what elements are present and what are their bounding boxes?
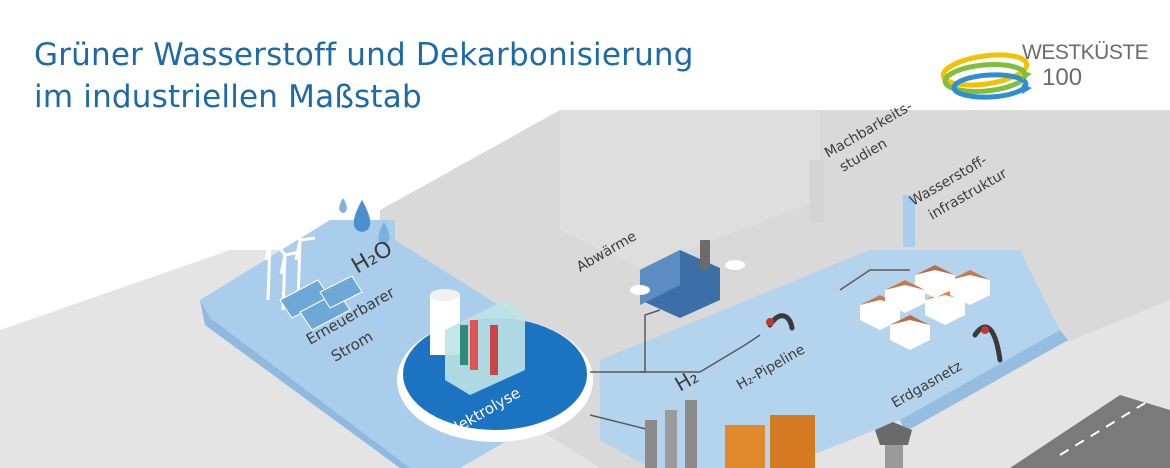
westkueste-logo-icon [940,52,1032,100]
valve-icon [981,326,989,334]
logo-line-2: 100 [1042,64,1083,91]
upper-platform [560,110,820,268]
pillar-infrastruktur [903,195,915,247]
pillar-machbarkeit [810,160,824,222]
industrial-plant-icon [645,400,815,468]
water-drops-icon [339,198,390,244]
houses-icon [860,265,990,350]
westkueste-logo: WESTKÜSTE 100 [1022,41,1149,91]
solar-panels [279,275,363,331]
water-platform-right-edge [900,330,1068,432]
page-title: Grüner Wasserstoff und Dekarbonisierung … [34,34,694,118]
valve-icon [766,318,774,326]
control-tower-icon [875,422,912,468]
title-line-1: Grüner Wasserstoff und Dekarbonisierung [34,37,694,73]
factory-icon [630,240,745,318]
flow-lines [589,269,910,431]
title-line-2: im industriellen Maßstab [34,79,422,115]
logo-line-1: WESTKÜSTE [1022,41,1149,64]
electrolyzer-apparatus-icon [430,289,525,395]
